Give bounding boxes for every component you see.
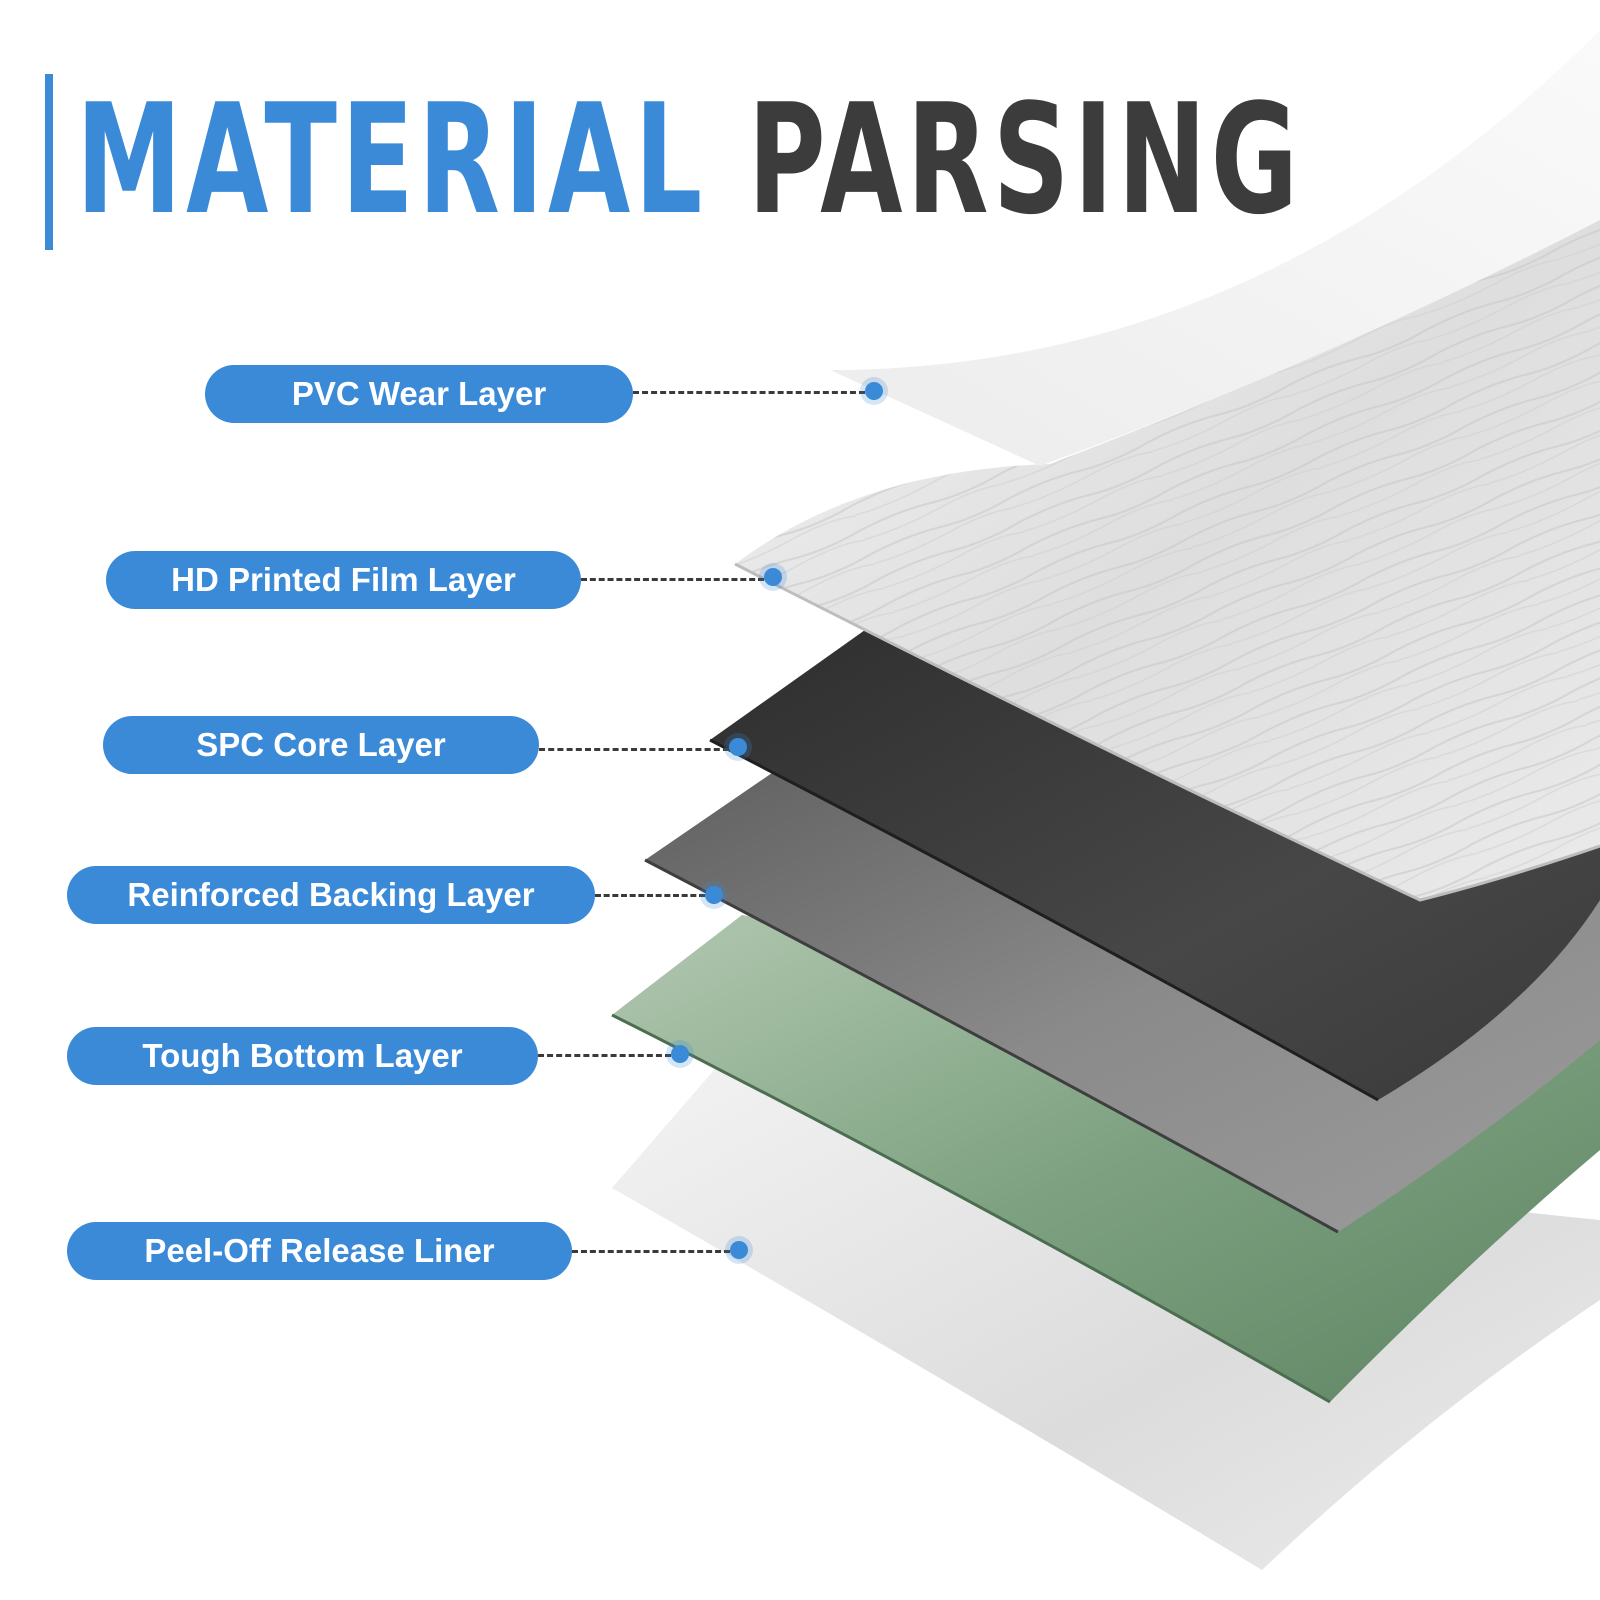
title-word-parsing: PARSING [747,71,1303,248]
leader-line [539,748,729,751]
pointer-dot [705,886,723,904]
pointer-dot [671,1045,689,1063]
leader-line [538,1054,671,1057]
title-accent-bar [45,74,53,250]
leader-line [595,894,705,897]
pointer-dot [730,1241,748,1259]
title-word-material: MATERIAL [76,71,707,248]
label-pvc-wear-layer: PVC Wear Layer [205,365,633,423]
label-spc-core-layer: SPC Core Layer [103,716,539,774]
pointer-dot [729,738,747,756]
label-hd-printed-film-layer: HD Printed Film Layer [106,551,581,609]
leader-line [572,1250,730,1253]
pointer-dot [764,568,782,586]
wear-layer-sheet [830,30,1600,466]
leader-line [633,391,865,394]
pointer-dot [865,382,883,400]
label-tough-bottom-layer: Tough Bottom Layer [67,1027,538,1085]
page-title: MATERIAL PARSING [76,60,1302,260]
leader-line [581,578,764,581]
label-reinforced-backing-layer: Reinforced Backing Layer [67,866,595,924]
label-peel-off-release-liner: Peel-Off Release Liner [67,1222,572,1280]
release-liner-sheet [612,1040,1600,1570]
